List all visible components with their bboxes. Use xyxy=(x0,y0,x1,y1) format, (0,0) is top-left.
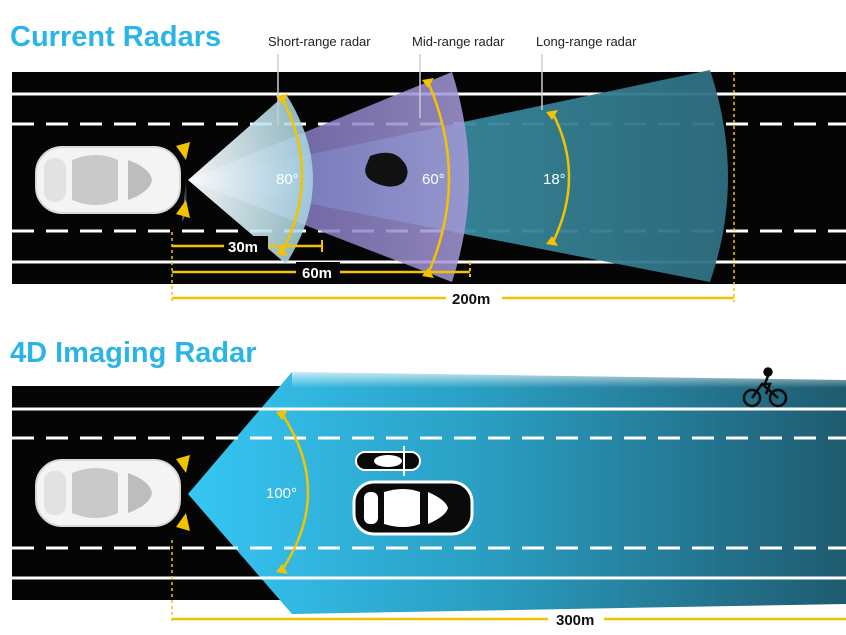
current-radars-title: Current Radars xyxy=(10,21,221,53)
short-range-label: Short-range radar xyxy=(268,34,371,49)
imaging-distance: 300m xyxy=(556,612,594,629)
short-range-angle: 80° xyxy=(276,171,299,188)
car-icon xyxy=(35,455,190,531)
detected-car-icon xyxy=(352,480,474,536)
long-range-distance: 200m xyxy=(452,291,490,308)
arc-arrowhead xyxy=(276,94,288,104)
imaging-radar-title: 4D Imaging Radar xyxy=(10,337,257,369)
bicycle-icon xyxy=(742,367,788,408)
mid-range-distance: 60m xyxy=(302,265,332,282)
imaging-beam xyxy=(188,372,846,614)
mid-range-label: Mid-range radar xyxy=(412,34,505,49)
mid-range-angle: 60° xyxy=(422,171,445,188)
obstacle-icon xyxy=(365,152,408,187)
imaging-arc xyxy=(280,413,310,571)
arc-arrowhead xyxy=(422,78,434,88)
short-range-arc xyxy=(280,97,304,253)
long-range-arc xyxy=(550,111,571,245)
arc-arrowhead xyxy=(276,564,288,574)
arc-arrowhead xyxy=(276,246,288,256)
mid-range-beam xyxy=(188,72,469,282)
mid-range-arc xyxy=(426,81,451,275)
imaging-angle: 100° xyxy=(266,485,297,502)
short-range-distance: 30m xyxy=(228,239,258,256)
long-range-label: Long-range radar xyxy=(536,34,637,49)
arc-arrowhead xyxy=(276,410,288,420)
long-range-angle: 18° xyxy=(543,171,566,188)
motorcycle-icon xyxy=(355,446,421,476)
short-range-beam xyxy=(188,94,313,264)
car-icon xyxy=(35,142,190,222)
arc-arrowhead xyxy=(546,110,558,120)
arc-arrowhead xyxy=(546,236,558,246)
